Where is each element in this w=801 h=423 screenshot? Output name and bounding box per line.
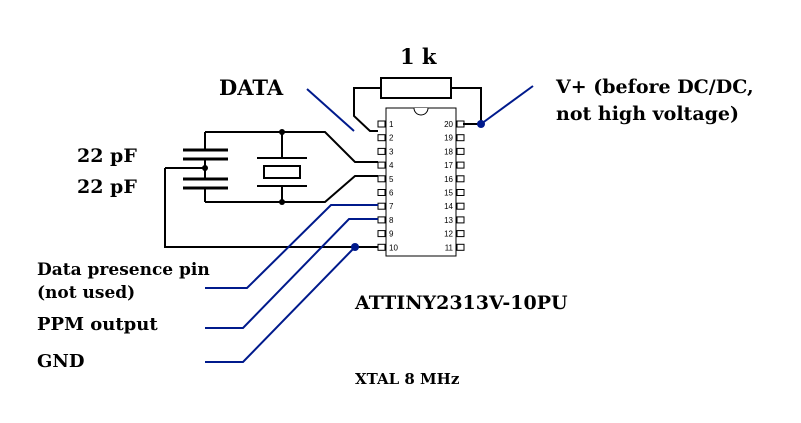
ic-pin-right-13 (456, 216, 465, 224)
gnd-leader (205, 246, 356, 363)
ic-pin-number: 4 (389, 161, 394, 170)
ic-notch (413, 107, 429, 116)
ic-pin-right-16 (456, 175, 465, 183)
ic-pin-left-1 (377, 120, 386, 128)
ic-pin-right-15 (456, 189, 465, 196)
ic-pin-number: 19 (444, 134, 453, 143)
ic-pin-right-12 (456, 230, 465, 238)
ppm-output-leader (205, 218, 378, 329)
ic-pin-number: 7 (389, 202, 394, 211)
xtal-top-wire (205, 131, 378, 163)
ic-pin-number: 20 (444, 120, 453, 129)
gnd-node (351, 243, 359, 251)
ic-pin-number: 15 (444, 189, 453, 198)
xtal-body (263, 165, 301, 179)
ic-pins-right: 20 19 18 17 16 15 14 13 12 11 (444, 120, 465, 252)
data-presence-leader (205, 204, 378, 289)
cap2-label: 22 pF (77, 176, 137, 198)
ic-pin-number: 3 (389, 147, 394, 156)
ic-pin-right-11 (456, 243, 465, 251)
ic-pin-number: 10 (389, 243, 398, 252)
ic-pin-right-20 (456, 120, 465, 128)
chip-name-label: ATTINY2313V-10PU (354, 292, 568, 314)
ic-pin-right-14 (456, 202, 465, 210)
ic-pin-left-4 (377, 161, 386, 169)
ic-pin-number: 12 (444, 230, 453, 239)
xtal-bottom-wire (205, 175, 378, 203)
xtal-bottom-node (279, 199, 285, 205)
ic-pin-left-7 (377, 202, 386, 210)
xtal-top-node (279, 129, 285, 135)
ic-pin-right-18 (456, 147, 465, 155)
resistor-label: 1 k (400, 44, 437, 69)
ic-pin-left-10 (377, 243, 386, 251)
ic-pin-number: 14 (444, 202, 453, 211)
ic-pin-number: 1 (389, 120, 394, 129)
xtal-label: XTAL 8 MHz (355, 370, 460, 388)
ic-pin-number: 8 (389, 216, 394, 225)
ic-pin-right-17 (456, 161, 465, 169)
ic-pin-number: 9 (389, 230, 394, 239)
ic-pin-left-5 (377, 175, 386, 183)
ic-pin-number: 2 (389, 134, 394, 143)
data-label: DATA (219, 75, 284, 100)
gnd-label: GND (37, 351, 84, 372)
ic-pin-number: 16 (444, 175, 453, 184)
vplus-label-line2: not high voltage) (556, 103, 739, 125)
ic-pins-left: 1 2 3 4 5 6 7 8 9 10 (377, 120, 398, 252)
ic-pin-number: 11 (445, 243, 454, 252)
ppm-output-label: PPM output (37, 314, 158, 335)
ic-pin-number: 17 (444, 161, 453, 170)
ic-pin-number: 13 (444, 216, 453, 225)
ic-pin-left-9 (377, 230, 386, 238)
ic-body (385, 107, 457, 257)
ic-pin-number: 6 (389, 189, 394, 198)
ic-pin-number: 18 (444, 147, 453, 156)
data-leader (306, 88, 355, 132)
ground-return-wire (164, 168, 378, 248)
cap1-label: 22 pF (77, 145, 137, 167)
ic-pin-left-6 (377, 189, 386, 196)
vplus-label-line1: V+ (before DC/DC, (555, 76, 754, 98)
ic-pin-number: 5 (389, 175, 394, 184)
resistor-wire-left (353, 87, 381, 132)
ic-pin-right-19 (456, 134, 465, 142)
cap-mid-node (202, 165, 208, 171)
vplus-leader (480, 85, 534, 125)
ic-pin-left-8 (377, 216, 386, 224)
data-presence-label-line1: Data presence pin (37, 260, 210, 280)
resistor-body (380, 77, 452, 99)
resistor-wire-right (451, 87, 482, 125)
ic-pin-left-3 (377, 147, 386, 155)
ic-pin-left-2 (377, 134, 386, 142)
data-presence-label-line2: (not used) (37, 283, 135, 303)
